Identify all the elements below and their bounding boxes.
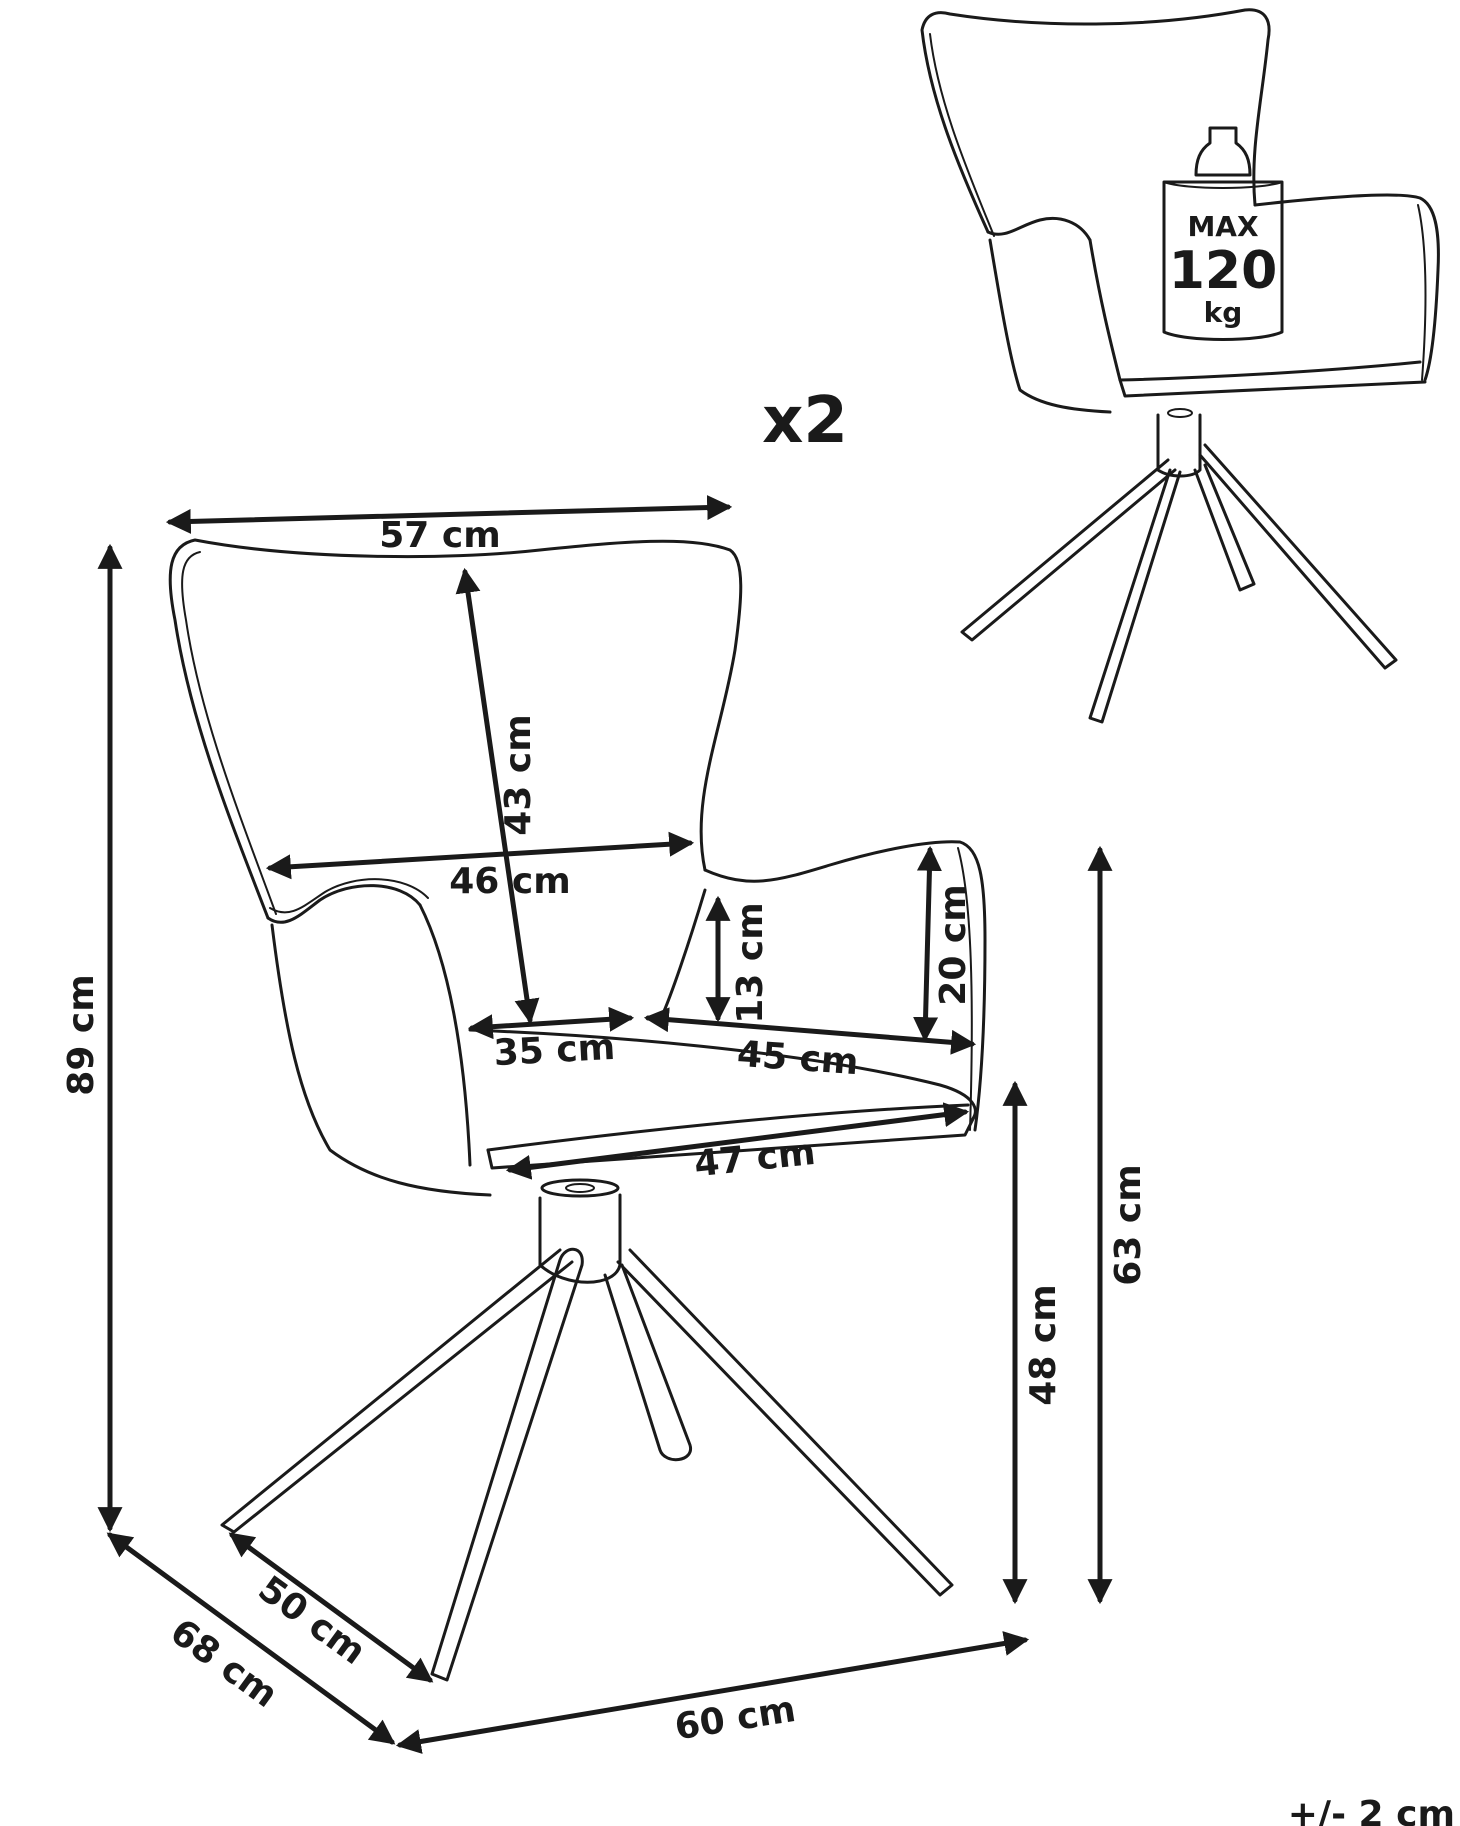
dim-total-height: 89 cm xyxy=(61,974,102,1095)
dim-armrest-height-outer: 20 cm xyxy=(933,884,974,1005)
dimension-lines xyxy=(97,495,1113,1754)
weight-icon: MAX 120 kg xyxy=(1162,126,1284,341)
max-label: MAX xyxy=(1187,210,1259,243)
dim-base-depth: 50 cm xyxy=(251,1568,373,1673)
dim-seat-depth: 45 cm xyxy=(736,1034,860,1083)
tolerance-note: +/- 2 cm xyxy=(1288,1794,1455,1826)
max-load-unit: kg xyxy=(1204,296,1243,329)
quantity-label: x2 xyxy=(762,384,848,458)
dim-armrest-height-inner: 13 cm xyxy=(730,902,771,1023)
dimension-labels: 57 cm 43 cm 46 cm 13 cm 20 cm 35 cm 45 c… xyxy=(61,515,1149,1748)
dim-seat-height: 48 cm xyxy=(1023,1284,1064,1405)
dim-backrest-inner-width: 46 cm xyxy=(449,861,570,902)
main-chair-illustration xyxy=(168,538,987,1682)
dim-backrest-width: 57 cm xyxy=(379,515,500,556)
small-chair-illustration: MAX 120 kg xyxy=(920,8,1440,724)
dim-total-depth: 68 cm xyxy=(163,1611,285,1716)
dim-seat-width: 47 cm xyxy=(692,1132,817,1185)
dim-seat-depth-inner: 35 cm xyxy=(493,1027,616,1074)
max-load-value: 120 xyxy=(1169,241,1278,301)
dim-backrest-height: 43 cm xyxy=(498,714,539,835)
dim-armrest-total-height: 63 cm xyxy=(1108,1164,1149,1285)
